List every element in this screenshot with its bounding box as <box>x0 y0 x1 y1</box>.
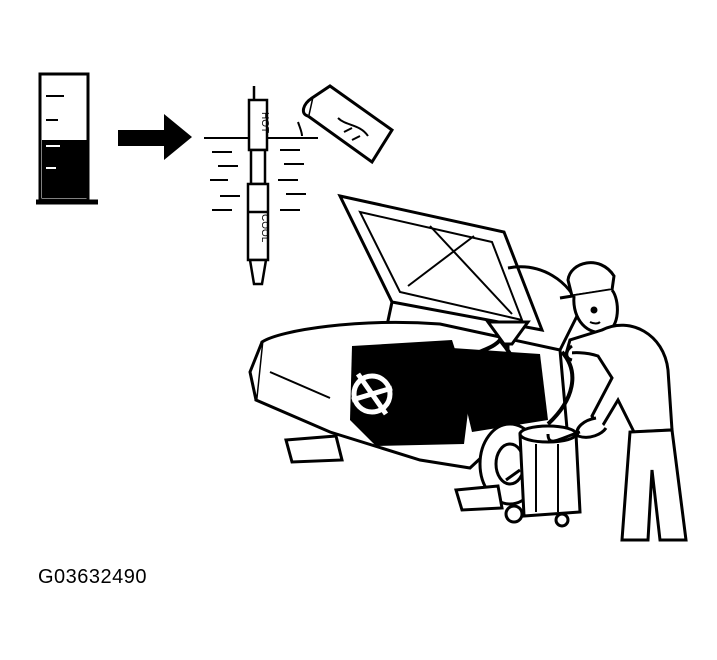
engine-block <box>350 340 548 446</box>
measuring-cylinder <box>36 72 98 205</box>
figure-code: G03632490 <box>38 566 148 588</box>
funnel <box>485 320 531 362</box>
gauge-lower-label: COOL <box>259 214 270 243</box>
pouring-beaker <box>297 84 395 165</box>
car-hood <box>337 193 545 332</box>
jack-stands <box>284 434 504 512</box>
arrow-right-icon <box>118 114 192 160</box>
gauge-upper-label: HOT <box>259 112 270 133</box>
drain-hose <box>546 430 581 443</box>
mechanic <box>559 261 688 542</box>
fan-icon <box>351 372 393 416</box>
dipstick <box>246 86 270 286</box>
